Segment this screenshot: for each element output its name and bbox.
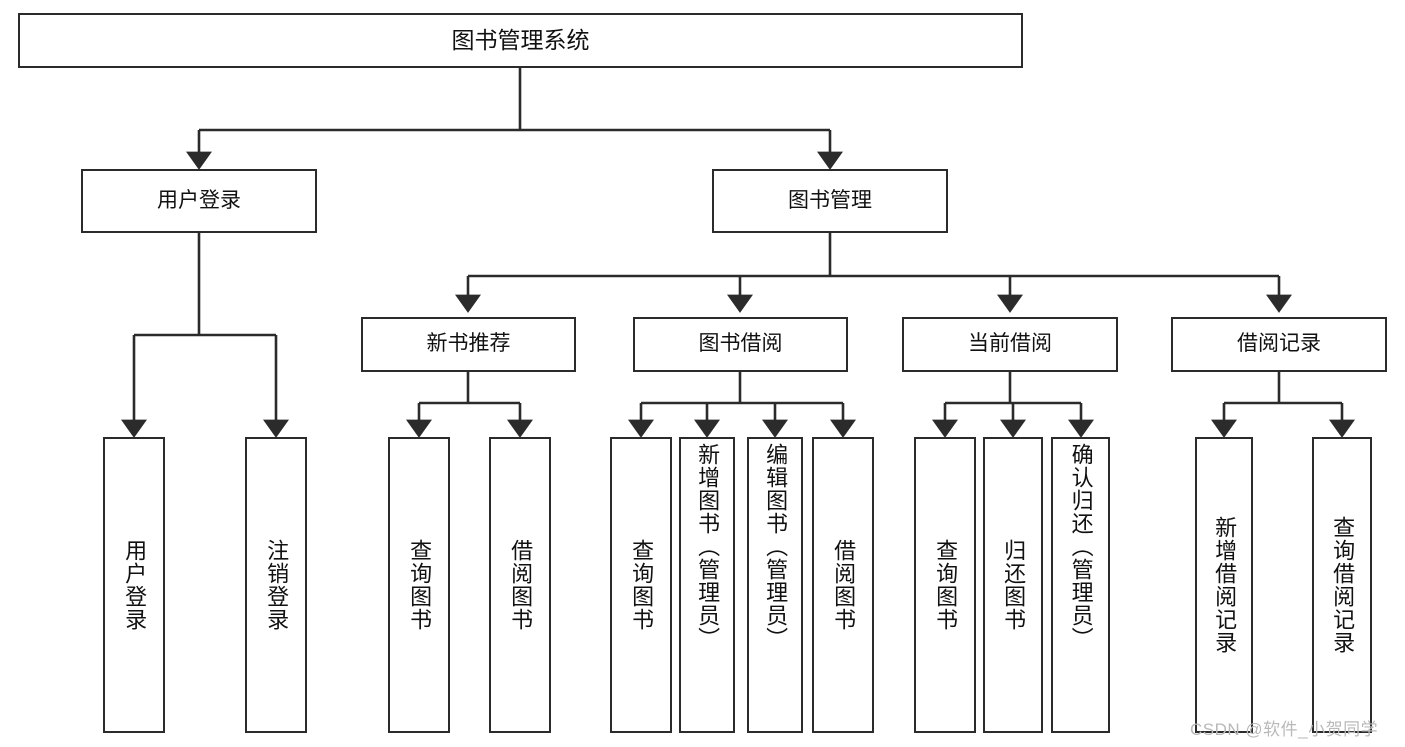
node-label: 新书推荐 <box>426 332 511 356</box>
leaf-return-books[interactable]: 归还图书 <box>983 437 1043 733</box>
node-borrowing-records[interactable]: 借阅记录 <box>1171 317 1387 372</box>
leaf-query-books-recommend[interactable]: 查询图书 <box>388 437 450 733</box>
node-user-login[interactable]: 用户登录 <box>81 169 317 233</box>
node-label: 图书管理系统 <box>451 26 590 53</box>
leaf-add-borrow-record[interactable]: 新增借阅记录 <box>1195 437 1253 733</box>
leaf-add-book-admin[interactable]: 新增图书（管理员） <box>679 437 735 733</box>
node-label: 新增图书（管理员） <box>695 443 721 650</box>
leaf-query-books-current[interactable]: 查询图书 <box>914 437 976 733</box>
node-current-borrowing[interactable]: 当前借阅 <box>902 317 1118 372</box>
leaf-edit-book-admin[interactable]: 编辑图书（管理员） <box>747 437 803 733</box>
node-label: 查询图书 <box>933 539 959 631</box>
node-label: 查询图书 <box>407 539 433 631</box>
leaf-user-login[interactable]: 用户登录 <box>103 437 165 733</box>
node-label: 归还图书 <box>1001 539 1027 631</box>
node-label: 查询图书 <box>629 539 655 631</box>
leaf-borrow-books-recommend[interactable]: 借阅图书 <box>489 437 551 733</box>
leaf-query-books-borrow[interactable]: 查询图书 <box>610 437 672 733</box>
node-book-borrowing[interactable]: 图书借阅 <box>633 317 848 372</box>
leaf-confirm-return-admin[interactable]: 确认归还（管理员） <box>1051 437 1110 733</box>
node-label: 借阅记录 <box>1237 332 1321 356</box>
node-root-book-management-system[interactable]: 图书管理系统 <box>18 13 1023 68</box>
leaf-borrow-books[interactable]: 借阅图书 <box>812 437 874 733</box>
node-new-book-recommendation[interactable]: 新书推荐 <box>361 317 576 372</box>
node-label: 用户登录 <box>157 188 241 212</box>
node-label: 注销登录 <box>264 539 290 631</box>
node-label: 借阅图书 <box>831 539 857 631</box>
node-label: 当前借阅 <box>968 332 1052 356</box>
csdn-watermark: CSDN @软件_小贺同学 <box>1190 720 1379 739</box>
node-label: 确认归还（管理员） <box>1068 443 1094 650</box>
node-label: 编辑图书（管理员） <box>763 443 789 650</box>
node-label: 用户登录 <box>122 539 148 631</box>
node-label: 图书管理 <box>788 188 872 212</box>
node-label: 图书借阅 <box>698 332 783 356</box>
node-label: 借阅图书 <box>508 539 534 631</box>
leaf-logout-login[interactable]: 注销登录 <box>245 437 307 733</box>
node-label: 查询借阅记录 <box>1330 516 1356 654</box>
node-book-management[interactable]: 图书管理 <box>712 169 948 233</box>
leaf-query-borrow-record[interactable]: 查询借阅记录 <box>1312 437 1372 733</box>
node-label: 新增借阅记录 <box>1212 516 1238 654</box>
